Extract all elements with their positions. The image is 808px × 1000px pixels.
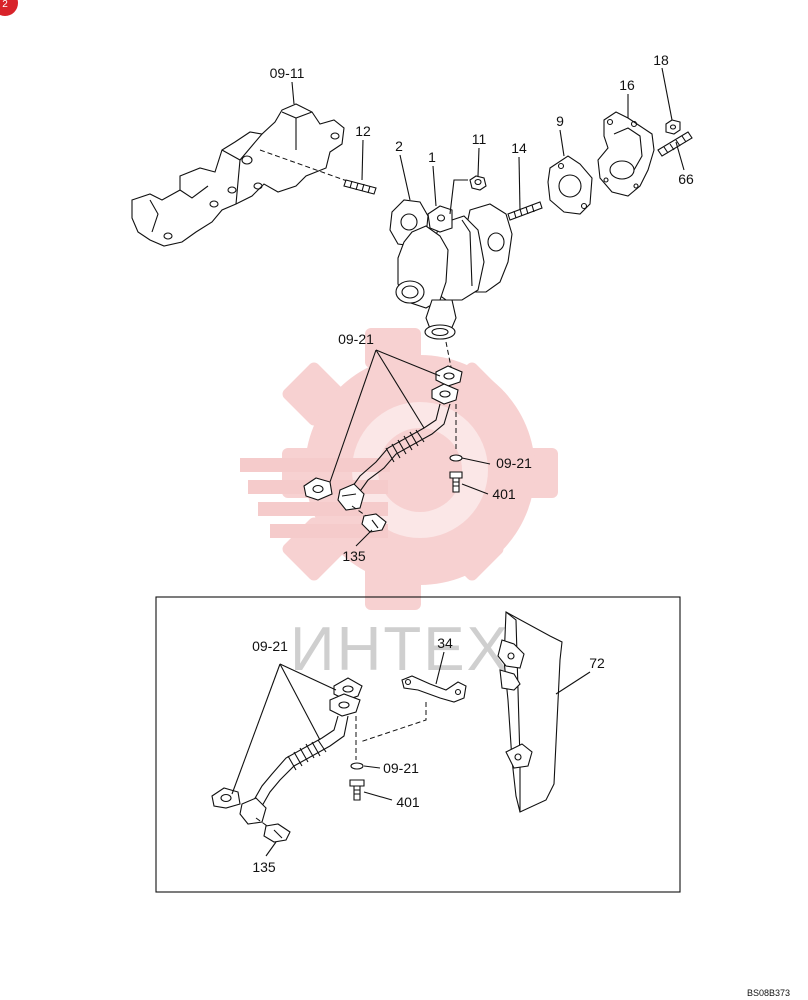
leader-11 <box>477 147 480 177</box>
label-72: 72 <box>589 655 605 671</box>
bracket-axis <box>359 702 427 743</box>
washer-top <box>449 454 463 462</box>
leader-34 <box>435 651 445 685</box>
leader-14 <box>518 156 521 211</box>
nut-18 <box>665 119 681 135</box>
label-18: 18 <box>653 52 669 68</box>
label-34: 34 <box>437 635 453 651</box>
bolt-401-inset <box>349 779 365 801</box>
stud-66 <box>657 131 693 157</box>
leader-pipe-inset-b <box>279 663 321 741</box>
leader-18 <box>661 67 673 121</box>
label-washer-inset: 09-21 <box>383 760 419 776</box>
label-washer-top: 09-21 <box>496 455 532 471</box>
leader-401-top <box>461 483 489 495</box>
leader-12 <box>361 139 364 181</box>
stud-14 <box>507 201 543 221</box>
svg-text:2: 2 <box>2 0 8 10</box>
leader-washer-inset <box>363 765 381 769</box>
inset-frame <box>155 596 681 893</box>
leader-1 <box>432 165 437 207</box>
leader-135-top <box>355 529 373 547</box>
leader-135-inset <box>265 841 277 857</box>
leader-pipe-inset-a <box>231 663 281 795</box>
bolt-135-axis-inset <box>255 817 271 829</box>
nut-leader-line <box>449 179 468 215</box>
leader-72 <box>555 671 591 695</box>
label-135-top: 135 <box>342 548 366 564</box>
bolt-401-top <box>449 471 463 493</box>
label-135-inset: 135 <box>252 859 276 875</box>
leader-9 <box>559 129 565 157</box>
leader-2 <box>399 154 411 201</box>
heat-cover-72 <box>497 611 563 813</box>
label-2: 2 <box>395 138 403 154</box>
leader-pipe-top-b <box>375 349 425 429</box>
oil-return-pipe-inset <box>211 677 363 825</box>
leader-pipe-top-c <box>375 349 441 377</box>
label-pipe-inset: 09-21 <box>252 638 288 654</box>
label-9: 9 <box>556 113 564 129</box>
label-16: 16 <box>619 77 635 93</box>
bracket-34 <box>401 675 467 703</box>
turbocharger <box>395 203 513 340</box>
label-401-inset: 401 <box>396 794 420 810</box>
leader-401-inset <box>363 791 393 801</box>
label-401-top: 401 <box>492 486 516 502</box>
label-manifold: 09-11 <box>270 65 305 81</box>
leader-pipe-inset-c <box>279 663 337 691</box>
watermark-gear-logo <box>240 328 558 610</box>
bolt-135-inset <box>263 823 291 843</box>
bolt-135-top <box>361 513 387 533</box>
label-1: 1 <box>428 149 436 165</box>
label-12: 12 <box>355 123 371 139</box>
exhaust-manifold <box>131 103 345 247</box>
exhaust-elbow-16 <box>597 111 655 197</box>
leader-manifold <box>291 81 295 105</box>
oil-return-pipe-top <box>303 365 463 511</box>
drawing-code: BS08B373 <box>747 988 790 998</box>
gasket-9 <box>547 155 593 215</box>
watermark-text: ИНТЕХ <box>290 615 510 684</box>
label-pipe-top: 09-21 <box>338 331 374 347</box>
leader-washer-top <box>461 457 491 465</box>
nut-11 <box>469 175 487 191</box>
label-14: 14 <box>511 140 527 156</box>
washer-inset <box>350 762 364 770</box>
label-11: 11 <box>472 131 487 147</box>
corner-badge: 2 <box>0 0 18 16</box>
leader-66 <box>675 141 685 171</box>
label-66: 66 <box>678 171 694 187</box>
leader-pipe-top-a <box>329 349 377 483</box>
stud-12 <box>343 179 377 195</box>
